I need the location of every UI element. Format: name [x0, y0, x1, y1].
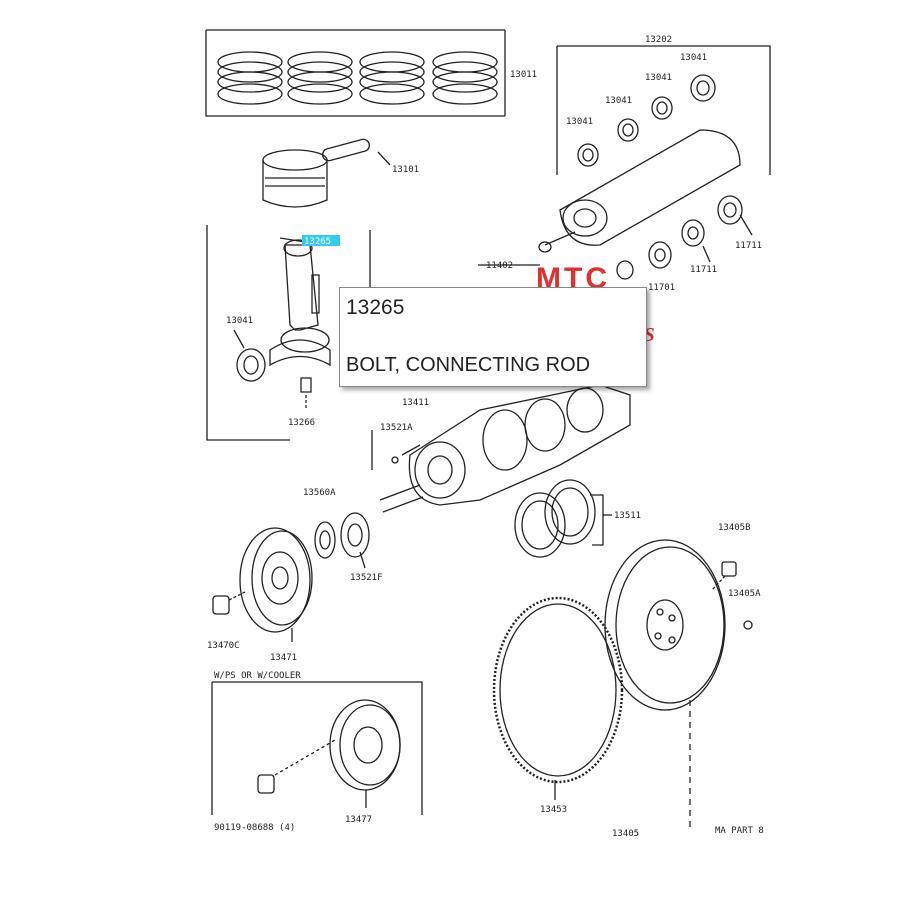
- crank-pulley-drawing[interactable]: [212, 527, 313, 642]
- flywheel-drawing[interactable]: [604, 539, 753, 830]
- label-bearing-b: 13041: [645, 73, 672, 83]
- thrust-washers[interactable]: [514, 479, 612, 558]
- piston-rings-group[interactable]: [205, 29, 506, 117]
- sub-pulley-group[interactable]: [211, 681, 423, 815]
- piston-ring-set-3: [359, 51, 425, 105]
- label-spacer: 13560A: [303, 488, 336, 498]
- label-thrust-mid: 11701: [648, 283, 675, 293]
- label-sub-pulley: 13477: [345, 815, 372, 825]
- label-gear: 13521F: [350, 573, 383, 583]
- connecting-rod-group[interactable]: [206, 225, 371, 441]
- label-ring-gear: 13453: [540, 805, 567, 815]
- label-crankshaft: 13411: [402, 398, 429, 408]
- crankshaft-drawing[interactable]: [371, 384, 631, 513]
- spacer-and-gear[interactable]: [314, 512, 370, 569]
- label-crank-bearing-set: 13202: [645, 35, 672, 45]
- label-thrust-lower: 11711: [690, 265, 717, 275]
- label-thrust-upper: 11711: [735, 241, 762, 251]
- highlight-marker[interactable]: [302, 235, 340, 246]
- label-flywheel-bolt: 13405B: [718, 523, 751, 533]
- label-bearing-d: 13041: [566, 117, 593, 127]
- piston-ring-set-4: [432, 51, 498, 105]
- label-crankshaft-group: 11402: [486, 261, 513, 271]
- piston-ring-set-2: [287, 51, 353, 105]
- label-washer: 13511: [614, 511, 641, 521]
- piston-ring-set-1: [217, 51, 283, 105]
- label-pulley: 13471: [270, 653, 297, 663]
- piston-drawing[interactable]: [262, 138, 391, 208]
- label-rod-cap-nut: 13266: [288, 418, 315, 428]
- label-con-rod-bearing: 13041: [226, 316, 253, 326]
- tooltip-description: BOLT, CONNECTING ROD: [346, 354, 591, 376]
- label-piston-rings: 13011: [510, 70, 537, 80]
- crank-bearing-group[interactable]: [538, 45, 771, 280]
- highlight-label: 13265: [304, 237, 331, 247]
- ring-gear-drawing[interactable]: [492, 596, 624, 800]
- label-sub-note: W/PS OR W/COOLER: [214, 671, 301, 681]
- label-sub-bolt: 90119-08688 (4): [214, 823, 295, 833]
- label-piston: 13101: [392, 165, 419, 175]
- label-flywheel: 13405: [612, 829, 639, 839]
- label-flywheel-plate: 13405A: [728, 589, 761, 599]
- part-tooltip: 13265 BOLT, CONNECTING ROD: [339, 287, 647, 387]
- label-diagram-code: MA PART 8: [715, 826, 764, 836]
- label-bearing-c: 13041: [605, 96, 632, 106]
- label-bearing-a: 13041: [680, 53, 707, 63]
- label-key: 13521A: [380, 423, 413, 433]
- tooltip-part-number: 13265: [346, 296, 405, 319]
- label-pulley-bolt: 13470C: [207, 641, 240, 651]
